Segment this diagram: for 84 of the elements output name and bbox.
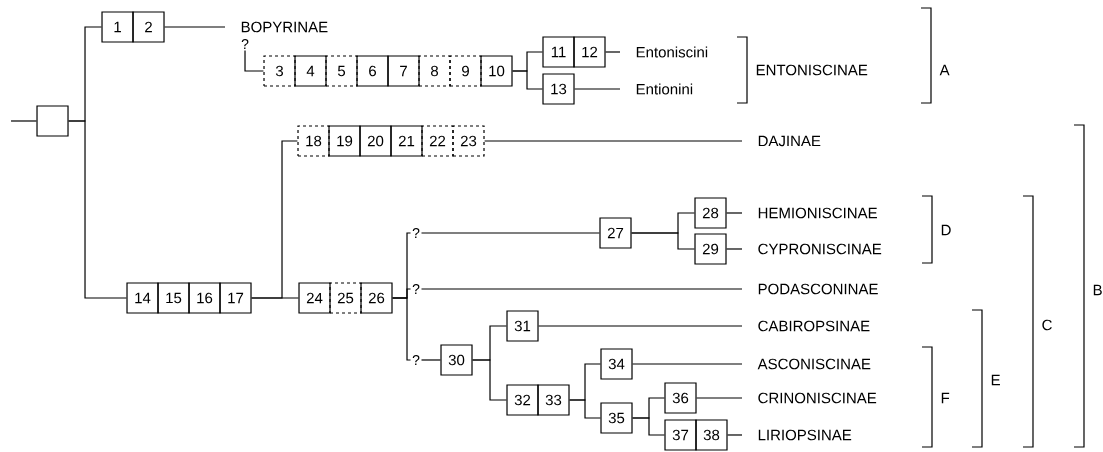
taxon-name: CABIROPSINAE: [758, 320, 870, 332]
branch-line: [538, 325, 743, 327]
character-box: 24: [298, 282, 331, 314]
character-box: 6: [356, 55, 389, 87]
taxon-name: HEMIONISCINAE: [758, 207, 877, 219]
character-box: 37: [664, 419, 697, 451]
character-box: 26: [360, 282, 393, 314]
character-box: 20: [359, 125, 392, 157]
taxon-name: CYPRONISCINAE: [758, 243, 882, 255]
character-box: 32: [506, 384, 539, 416]
branch-line: [726, 248, 743, 250]
branch-line: [472, 359, 507, 401]
branch-line: [512, 70, 543, 90]
bracket-label: C: [1042, 319, 1052, 331]
branch-line: [632, 363, 743, 365]
bracket-label: E: [991, 374, 1000, 386]
branch-line: [605, 51, 621, 53]
character-box: 31: [506, 310, 539, 342]
character-box: 34: [600, 348, 633, 380]
character-box: 2: [132, 11, 165, 43]
character-box: 14: [126, 282, 159, 314]
character-box: 16: [188, 282, 221, 314]
branch-line: [420, 232, 600, 234]
character-box: 23: [452, 125, 485, 157]
character-box: 36: [664, 382, 697, 414]
branch-line: [632, 417, 665, 436]
branch-line: [244, 49, 264, 72]
character-box: 13: [542, 73, 575, 105]
branch-line: [569, 399, 601, 419]
question-mark: ?: [241, 39, 249, 49]
character-box: 33: [537, 384, 570, 416]
character-box: 25: [329, 282, 362, 314]
character-box: 9: [449, 55, 482, 87]
character-box: 15: [157, 282, 190, 314]
taxon-name: LIRIOPSINAE: [758, 429, 852, 441]
character-box: 29: [694, 233, 727, 265]
character-box: 5: [325, 55, 358, 87]
character-box: 18: [297, 125, 330, 157]
branch-line: [164, 26, 226, 28]
taxon-name: Entoniscini: [636, 46, 708, 58]
character-box: 28: [694, 197, 727, 229]
character-box: 30: [440, 344, 473, 376]
branch-line: [727, 434, 743, 436]
character-box: 12: [573, 36, 606, 68]
taxon-name: PODASCONINAE: [758, 283, 878, 295]
character-box: 7: [387, 55, 420, 87]
taxon-name: ASCONISCINAE: [757, 358, 871, 370]
empty-box: [36, 105, 69, 137]
branch-line: [420, 288, 743, 290]
character-box: 1: [101, 11, 134, 43]
branch-line: [392, 297, 412, 361]
bracket-label: B: [1093, 284, 1102, 296]
branch-line: [251, 297, 299, 299]
branch-line: [696, 397, 743, 399]
branch-line: [68, 120, 127, 299]
bracket-label: F: [941, 392, 950, 404]
question-mark: ?: [412, 284, 420, 294]
character-box: 35: [600, 402, 633, 434]
branch-line: [574, 88, 621, 90]
taxon-name: BOPYRINAE: [241, 21, 328, 33]
question-mark: ?: [412, 355, 420, 365]
bracket-label: A: [939, 64, 950, 76]
character-box: 17: [219, 282, 252, 314]
question-mark: ?: [412, 228, 420, 238]
branch-line: [631, 232, 695, 250]
character-box: 8: [418, 55, 451, 87]
character-box: 4: [294, 55, 327, 87]
character-box: 27: [599, 217, 632, 249]
bracket-label: ENTONISCINAE: [756, 64, 868, 76]
character-box: 21: [390, 125, 423, 157]
bracket-label: D: [941, 224, 951, 236]
taxon-name: Entionini: [636, 83, 693, 95]
branch-line: [726, 212, 743, 214]
branch-line: [10, 120, 37, 122]
character-box: 19: [328, 125, 361, 157]
character-box: 38: [695, 419, 728, 451]
branch-line: [420, 359, 441, 361]
taxon-name: CRINONISCINAE: [758, 392, 877, 404]
taxon-name: DAJINAE: [758, 135, 821, 147]
character-box: 11: [542, 36, 575, 68]
character-box: 10: [480, 55, 513, 87]
character-box: 3: [263, 55, 296, 87]
branch-line: [484, 140, 743, 142]
character-box: 22: [421, 125, 454, 157]
